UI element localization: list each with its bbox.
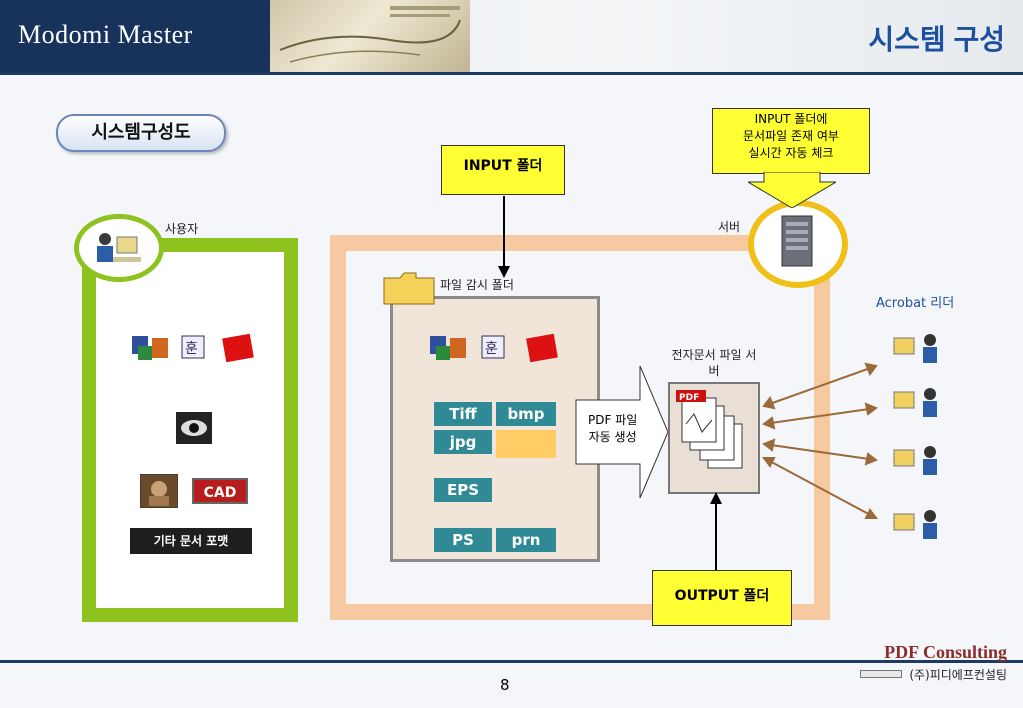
reader-user-icon-1 bbox=[893, 334, 937, 363]
footer-company-kr: (주)피디에프컨설팅 bbox=[909, 668, 1007, 682]
section-pill: 시스템구성도 bbox=[56, 114, 226, 152]
input-folder-callout: INPUT 폴더 bbox=[441, 145, 565, 195]
photoshop-eye-icon bbox=[176, 412, 212, 444]
format-ps: PS bbox=[434, 528, 492, 552]
header-decor-image bbox=[270, 0, 470, 72]
format-bmp: bmp bbox=[496, 402, 556, 426]
folder-icon bbox=[383, 272, 435, 305]
pdf-icon-text: PDF bbox=[679, 393, 699, 403]
page-title: 시스템 구성 bbox=[868, 24, 1005, 55]
output-folder-callout: OUTPUT 폴더 bbox=[652, 570, 792, 626]
server-check-line-1: INPUT 폴더에 bbox=[754, 112, 828, 126]
format-prn: prn bbox=[496, 528, 556, 552]
pen-photo-icon bbox=[279, 6, 461, 63]
server-check-line-2: 문서파일 존재 여부 bbox=[743, 129, 839, 143]
image-portrait-icon bbox=[140, 474, 178, 508]
reader-user-icon-3 bbox=[893, 446, 937, 475]
server-check-callout: INPUT 폴더에 문서파일 존재 여부 실시간 자동 체크 bbox=[712, 108, 870, 174]
acrobat-label: Acrobat 리더 bbox=[876, 296, 955, 311]
output-arrow bbox=[710, 492, 722, 572]
footer-company: PDF Consulting bbox=[884, 642, 1007, 662]
input-arrow bbox=[498, 196, 510, 278]
office-docs-icon: 훈 bbox=[132, 333, 254, 363]
pdf-files-icon: PDF bbox=[676, 390, 743, 469]
edoc-server-box: PDF bbox=[668, 382, 760, 494]
callout-down-arrow bbox=[748, 172, 836, 208]
user-computer-icon bbox=[97, 233, 141, 262]
cad-badge: CAD bbox=[192, 478, 248, 504]
office-docs-icon-2: 훈 bbox=[430, 333, 558, 363]
watch-folder-label: 파일 감시 폴더 bbox=[440, 278, 514, 292]
format-jpg: jpg bbox=[434, 430, 492, 454]
user-avatar bbox=[74, 214, 164, 282]
pdf-generate-line-1: PDF 파일 bbox=[588, 413, 638, 427]
reader-user-icon-4 bbox=[893, 510, 937, 539]
edoc-server-label: 전자문서 파일 서버 bbox=[671, 348, 757, 378]
svg-text:훈: 훈 bbox=[485, 341, 498, 357]
pdf-generate-label: PDF 파일 자동 생성 bbox=[588, 412, 637, 446]
server-tower-icon bbox=[781, 215, 813, 267]
brand-block bbox=[0, 0, 270, 72]
format-tiff: Tiff bbox=[434, 402, 492, 426]
server-check-line-3: 실시간 자동 체크 bbox=[748, 146, 834, 160]
format-eps: EPS bbox=[434, 478, 492, 502]
reader-user-icon-2 bbox=[893, 388, 937, 417]
server-label: 서버 bbox=[718, 220, 741, 234]
format-empty-cell bbox=[496, 430, 556, 458]
footer-logo-bar bbox=[860, 670, 902, 678]
user-panel bbox=[82, 238, 298, 622]
brand-title: Modomi Master bbox=[18, 20, 193, 49]
pdf-generate-line-2: 자동 생성 bbox=[588, 430, 637, 444]
server-ring bbox=[748, 200, 848, 288]
page-number: 8 bbox=[500, 676, 510, 694]
footer-divider bbox=[0, 660, 1023, 663]
user-label: 사용자 bbox=[165, 222, 199, 236]
pdf-generate-arrow bbox=[575, 365, 669, 499]
svg-text:훈: 훈 bbox=[185, 341, 198, 357]
distribution-arrows bbox=[761, 362, 879, 519]
other-format-badge: 기타 문서 포맷 bbox=[130, 528, 252, 554]
